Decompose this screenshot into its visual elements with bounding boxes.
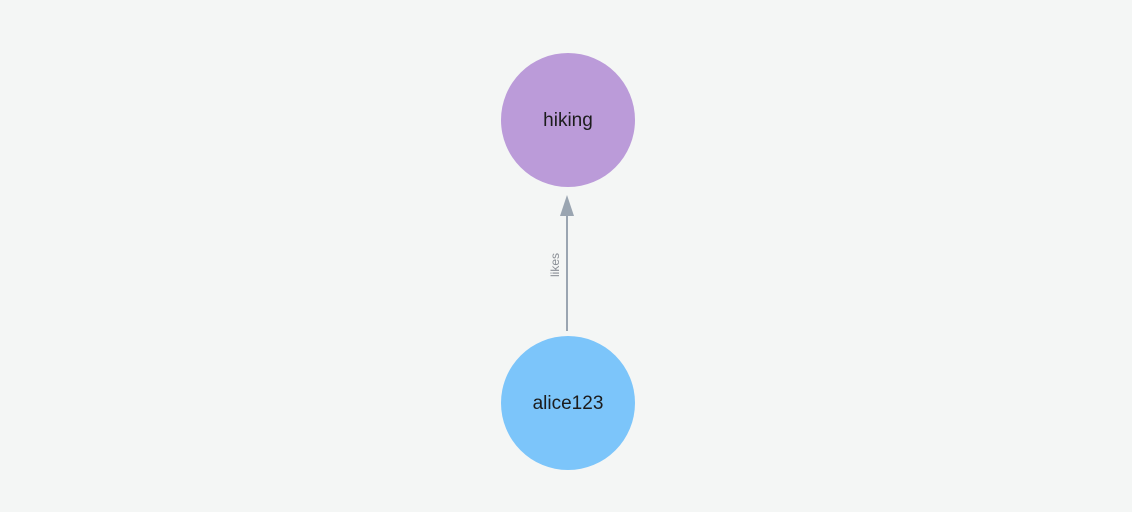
edge-alice123-likes-hiking[interactable]: likes (548, 195, 574, 331)
node-alice123[interactable]: alice123 (501, 336, 635, 470)
node-hiking-circle[interactable] (501, 53, 635, 187)
edge-label: likes (548, 253, 562, 277)
node-alice123-circle[interactable] (501, 336, 635, 470)
edge-arrowhead-icon (560, 195, 574, 216)
node-alice123-label: alice123 (533, 393, 604, 414)
node-hiking-label: hiking (543, 110, 593, 131)
node-hiking[interactable]: hiking (501, 53, 635, 187)
